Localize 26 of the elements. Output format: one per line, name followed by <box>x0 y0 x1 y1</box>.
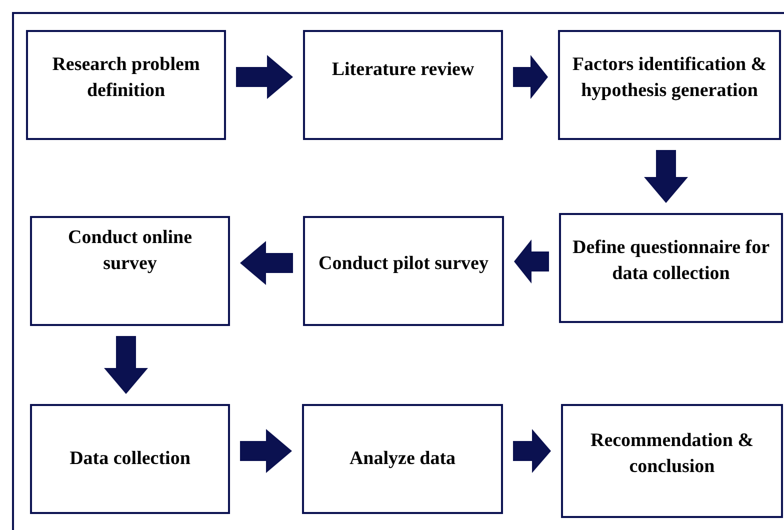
step-label: Literature review <box>332 58 474 82</box>
process-box <box>30 404 230 514</box>
process-box <box>302 404 503 514</box>
step-label: Factors identification & hypothesis generation <box>571 53 768 103</box>
block-arrow <box>513 429 551 473</box>
step-label: Conduct pilot survey <box>318 252 488 276</box>
block-arrow <box>236 55 293 99</box>
process-box <box>26 30 226 140</box>
process-box <box>559 213 783 323</box>
step-label: Research problem definition <box>51 53 201 103</box>
process-box <box>558 30 781 140</box>
block-arrow <box>104 336 148 394</box>
block-arrow <box>240 241 293 285</box>
step-label: Analyze data <box>349 447 456 472</box>
process-box <box>30 216 230 326</box>
step-label: Define questionnaire for data collection <box>571 236 771 286</box>
block-arrow <box>644 150 688 203</box>
step-label: Conduct online survey <box>66 226 194 276</box>
step-label: Data collection <box>70 447 190 472</box>
block-arrow <box>513 55 548 99</box>
process-box <box>303 216 504 326</box>
process-box <box>303 30 503 140</box>
process-box <box>561 404 783 518</box>
block-arrow <box>240 429 292 473</box>
step-label: Recommendation & conclusion <box>589 429 755 479</box>
block-arrow <box>514 240 549 284</box>
